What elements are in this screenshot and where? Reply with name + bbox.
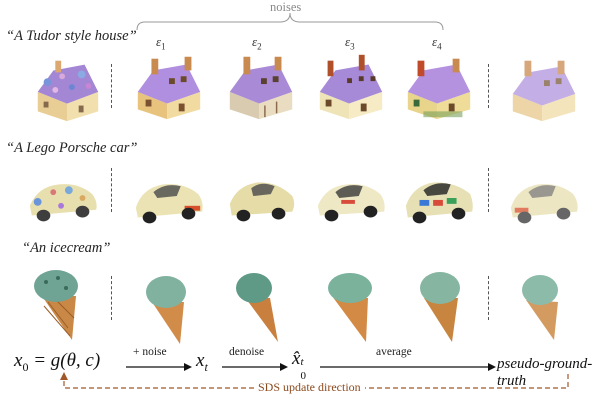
divider-left-row1 [111, 64, 112, 108]
icecream-render-noise-3 [328, 273, 372, 342]
divider-left-row2 [111, 168, 112, 212]
formula-xt: xt [196, 350, 208, 374]
epsilon-2-label: ε2 [252, 34, 262, 52]
house-render-noise-4 [407, 58, 471, 120]
arrow-denoise [222, 363, 288, 371]
epsilon-4-label: ε4 [432, 34, 442, 52]
arrow-average [320, 363, 496, 371]
house-render-noise-3 [319, 54, 383, 120]
pseudo-ground-truth-label: pseudo-ground-truth [497, 356, 593, 389]
noises-label: noises [270, 0, 302, 14]
house-render-x0 [37, 60, 99, 122]
average-label: average [376, 346, 412, 358]
house-render-pseudo-gt [512, 60, 576, 122]
car-render-noise-1 [135, 184, 203, 224]
car-render-pseudo-gt [510, 184, 578, 224]
car-render-x0 [29, 184, 97, 222]
house-render-noise-1 [137, 56, 201, 120]
epsilon-1-label: ε1 [156, 34, 166, 52]
formula-x0-generator: x0 = g(θ, c) [14, 350, 101, 374]
icecream-render-noise-4 [420, 272, 460, 342]
noises-bracket [136, 12, 444, 31]
epsilon-3-label: ε3 [345, 34, 355, 52]
icecream-render-noise-1 [146, 276, 186, 344]
prompt-car: “A Lego Porsche car” [6, 140, 138, 156]
divider-right-row2 [488, 168, 489, 212]
formula-xhat: x̂ t 0 [292, 348, 306, 382]
divider-left-row3 [111, 276, 112, 320]
icecream-render-x0 [34, 270, 78, 340]
divider-right-row3 [488, 276, 489, 320]
sds-update-direction-label: SDS update direction [254, 380, 365, 395]
prompt-house: “A Tudor style house” [6, 28, 137, 44]
house-render-noise-2 [229, 56, 293, 120]
icecream-render-pseudo-gt [522, 275, 558, 340]
icecream-render-noise-2 [236, 273, 278, 342]
arrow-add-noise [126, 363, 192, 371]
car-render-noise-3 [317, 184, 385, 222]
add-noise-label: + noise [133, 346, 167, 358]
car-render-noise-4 [405, 182, 473, 224]
prompt-icecream: “An icecream” [22, 240, 111, 256]
divider-right-row1 [488, 64, 489, 108]
car-render-noise-2 [229, 182, 295, 222]
denoise-label: denoise [229, 346, 265, 358]
